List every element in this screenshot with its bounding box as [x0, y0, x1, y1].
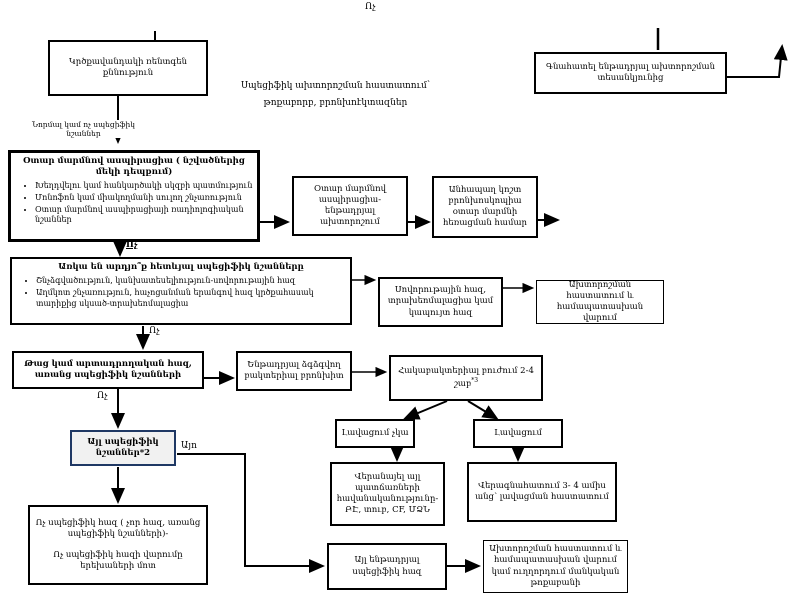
- box-nonspecific-cough-line1: Ոչ սպեցիֆիկ հազ ( չոր հազ, առանց սպեցիֆի…: [35, 518, 201, 540]
- box-reassess-text: Վերագնահատում 3- 4 ամիս անց՝ լավացման հա…: [475, 480, 609, 502]
- box-specific-signs-title: Առկա են արդյո՞ք հետևյալ սպեցիֆիկ նշաններ…: [58, 262, 304, 272]
- box-other-presumed-specific-cough: Այլ ենթադրյալ սպեցիֆիկ հազ: [327, 543, 447, 590]
- box-foreign-body-aspiration-title: Օտար մարմնով ասպիրացիա ( նշվածներից մեկի…: [23, 156, 245, 178]
- box-antibacterial-treatment: Հակաբակտերիալ բուժում 2-4 շաբ*3: [389, 355, 543, 401]
- box-foreign-body-aspiration: Օտար մարմնով ասպիրացիա ( նշվածներից մեկի…: [8, 150, 260, 242]
- box-rigid-bronchoscopy-text: Անհապաղ կոշտ բրոնխոսկոպիա օտար մարմնի հե…: [443, 184, 527, 229]
- box-pbb-text: Ենթադրյալ ձգձգվող բակտերիալ բրոնխիտ: [244, 359, 344, 381]
- box-reconsider-other-causes: Վերանայել այլ պատճառների հավանականությու…: [330, 462, 445, 526]
- box-antibacterial-line1: Հակաբակտերիալ բուժում 2-4: [398, 366, 534, 377]
- box-specific-signs-list: Շնչձգվածություն, կանխատեսելիություն-սովո…: [24, 276, 346, 310]
- box-habit-cough-text: Սովորութային հազ, տրախեոմալացիա կամ կապո…: [387, 285, 494, 318]
- label-normal-nonspecific: Նորմալ կամ ոչ սպեցիֆիկ նշաններ: [14, 120, 153, 138]
- box-confirm-or-refer-text: Ախտորոշման հաստատում և համապատասխան վարո…: [489, 544, 622, 588]
- box-improvement: Լավացում: [473, 419, 563, 448]
- box-other-specific-signs-text: Այլ սպեցիֆիկ նշաններ*2: [87, 436, 159, 458]
- arrow-evaluate-out-up: [727, 44, 788, 78]
- box-habit-cough: Սովորութային հազ, տրախեոմալացիա կամ կապո…: [378, 277, 503, 327]
- box-fb-presumed-diagnosis: Օտար մարմնով ասպիրացիա- ենթադրյալ ախտորո…: [292, 176, 408, 236]
- box-evaluate-presumed: Գնահատել ենթադրյալ ախտորոշման տեսանկյուն…: [534, 52, 727, 94]
- box-fb-presumed-diagnosis-text: Օտար մարմնով ասպիրացիա- ենթադրյալ ախտորո…: [313, 183, 386, 228]
- arrow-antibiotics-to-noimprove: [403, 400, 448, 420]
- box-antibacterial-footnote: *3: [471, 377, 479, 385]
- specific-diagnosis-note: Սպեցիֆիկ ախտորոշման հաստատում՝ թոքաբորբ,…: [233, 78, 438, 112]
- box-evaluate-presumed-text: Գնահատել ենթադրյալ ախտորոշման տեսանկյուն…: [546, 61, 715, 83]
- box-wet-productive-cough: Թաց կամ արտադրողական հազ, առանց սպեցիֆիկ…: [12, 351, 204, 389]
- box-improvement-text: Լավացում: [494, 427, 542, 438]
- box-antibacterial-line2-text: շաբ: [453, 378, 472, 389]
- list-item: Աղմկոտ շնչառություն, հաչոցանման երանգով …: [36, 288, 346, 310]
- box-other-specific-signs: Այլ սպեցիֆիկ նշաններ*2: [70, 430, 176, 466]
- box-confirm-or-refer: Ախտորոշման հաստատում և համապատասխան վարո…: [483, 540, 628, 593]
- label-no-after-signs: Ոչ: [149, 326, 160, 336]
- list-item: Շնչձգվածություն, կանխատեսելիություն-սովո…: [36, 276, 346, 287]
- arrow-antibiotics-to-improve: [467, 400, 499, 420]
- box-specific-signs-question: Առկա են արդյո՞ք հետևյալ սպեցիֆիկ նշաններ…: [10, 257, 352, 325]
- box-chest-xray-text: Կրծքավանդակի ռենտգեն քննություն: [68, 56, 188, 78]
- label-no-after-wetcough: Ոչ: [97, 391, 108, 401]
- label-yes: Այո: [181, 441, 197, 451]
- list-item: Մոնոֆոն կամ միակողմանի սուլող շնչառությո…: [35, 193, 253, 204]
- label-no-after-aspiration: Ոչ: [126, 240, 138, 250]
- box-foreign-body-aspiration-list: Խեղդվելու կամ հանկարծակի սկզբի պատմությո…: [23, 181, 253, 227]
- specific-diagnosis-note-line2: թոքաբորբ, բրոնխոէկտազներ: [263, 98, 408, 109]
- box-protracted-bacterial-bronchitis: Ենթադրյալ ձգձգվող բակտերիալ բրոնխիտ: [236, 351, 352, 391]
- specific-diagnosis-note-line1: Սպեցիֆիկ ախտորոշման հաստատում՝: [240, 81, 431, 91]
- box-antibacterial-line2: շաբ*3: [454, 377, 478, 390]
- box-nonspecific-cough: Ոչ սպեցիֆիկ հազ ( չոր հազ, առանց սպեցիֆի…: [28, 505, 208, 585]
- box-nonspecific-cough-line2: Ոչ սպեցիֆիկ հազի վարումը երեխաների մոտ: [53, 549, 183, 571]
- box-reassess-3-4-months: Վերագնահատում 3- 4 ամիս անց՝ լավացման հա…: [467, 462, 617, 522]
- box-no-improvement: Լավացում չկա: [335, 419, 415, 448]
- box-wet-productive-cough-text: Թաց կամ արտադրողական հազ, առանց սպեցիֆիկ…: [24, 358, 192, 380]
- list-item: Խեղդվելու կամ հանկարծակի սկզբի պատմությո…: [35, 181, 253, 192]
- box-no-improvement-text: Լավացում չկա: [341, 427, 409, 438]
- box-rigid-bronchoscopy: Անհապաղ կոշտ բրոնխոսկոպիա օտար մարմնի հե…: [432, 176, 538, 238]
- label-no-top: Ոչ: [365, 2, 376, 12]
- box-reconsider-other-causes-text: Վերանայել այլ պատճառների հավանականությու…: [336, 471, 439, 516]
- box-confirm-and-manage-text: Ախտորոշման հաստատում և համապատասխան վարո…: [556, 279, 644, 324]
- box-other-presumed-text: Այլ ենթադրյալ սպեցիֆիկ հազ: [352, 555, 422, 577]
- list-item: Օտար մարմնով ասպիրացիայի ռադիոլոգիական ն…: [35, 205, 253, 227]
- box-confirm-and-manage: Ախտորոշման հաստատում և համապատասխան վարո…: [536, 280, 664, 324]
- box-chest-xray: Կրծքավանդակի ռենտգեն քննություն: [48, 40, 208, 96]
